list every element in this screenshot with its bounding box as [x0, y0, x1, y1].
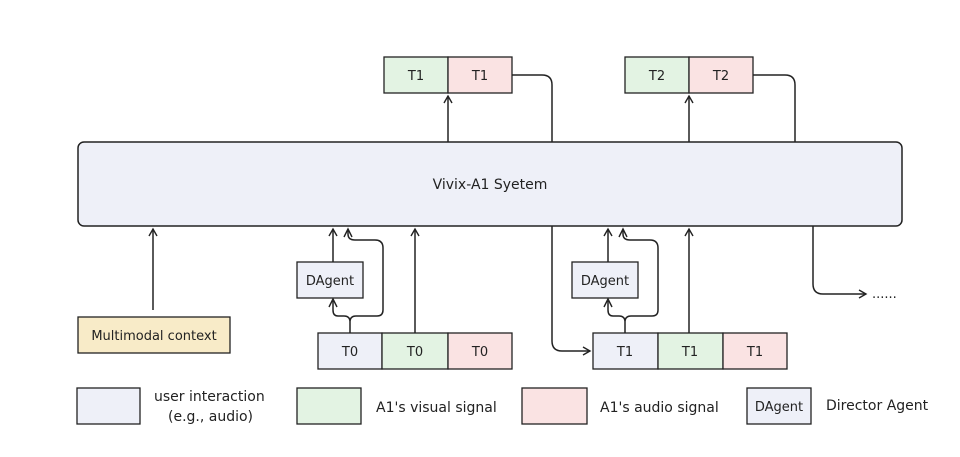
feedback-t2-line: [753, 74, 796, 142]
dagent-label-t0: DAgent: [306, 274, 354, 289]
in-t1-user-box: [592, 332, 659, 370]
in-t0-audio-label: T0: [471, 345, 488, 360]
arrowhead-t1-dagent: [603, 297, 613, 308]
legend-audio-swatch: [521, 387, 588, 425]
in-t0-user-box: [317, 332, 383, 370]
multimodal-context-box: [77, 316, 231, 354]
out-t1-audio-box: [447, 56, 513, 94]
out-t2-visual-label: T2: [648, 69, 665, 84]
system-box: [77, 141, 903, 227]
legend-user-label-line1: user interaction: [154, 389, 265, 405]
dagent-box-t0: [296, 261, 364, 299]
feedback-down-to-t1-input: [551, 226, 592, 356]
in-t0-visual-label: T0: [406, 345, 423, 360]
in-t1-visual-label: T1: [681, 345, 698, 360]
continuation-dots: ......: [872, 287, 897, 302]
in-t1-audio-label: T1: [746, 345, 763, 360]
legend-dagent-swatch: [746, 387, 812, 425]
arrow-t0-user-branch: [332, 229, 384, 333]
in-t0-user-label: T0: [341, 345, 358, 360]
multimodal-context-label: Multimodal context: [91, 329, 216, 344]
legend-director-label: Director Agent: [826, 398, 929, 414]
in-t1-audio-box: [722, 332, 788, 370]
in-t1-user-label: T1: [616, 345, 633, 360]
legend-user-swatch: [76, 387, 141, 425]
legend-audio-label: A1's audio signal: [600, 400, 719, 416]
arrowhead-t0-dagent: [328, 297, 338, 308]
out-t1-visual-label: T1: [407, 69, 424, 84]
dagent-box-t1: [571, 261, 639, 299]
out-t1-visual-box: [383, 56, 449, 94]
arrowhead-t1-bypass: [618, 227, 628, 238]
out-t1-audio-label: T1: [471, 69, 488, 84]
legend-visual-label: A1's visual signal: [376, 400, 497, 416]
legend-visual-swatch: [296, 387, 362, 425]
legend-dagent-label: DAgent: [755, 400, 803, 415]
feedback-t1-line: [512, 74, 553, 142]
system-label: Vivix-A1 Syetem: [433, 177, 548, 193]
feedback-down-continuation: [812, 226, 868, 299]
arrow-t1-user-branch: [607, 229, 659, 333]
legend-user-label-line2: (e.g., audio): [168, 409, 253, 425]
dagent-label-t1: DAgent: [581, 274, 629, 289]
in-t0-audio-box: [447, 332, 513, 370]
in-t0-visual-box: [381, 332, 449, 370]
arrowhead-t0-bypass: [343, 227, 353, 238]
in-t1-visual-box: [657, 332, 724, 370]
out-t2-audio-label: T2: [712, 69, 729, 84]
out-t2-visual-box: [624, 56, 690, 94]
out-t2-audio-box: [688, 56, 754, 94]
